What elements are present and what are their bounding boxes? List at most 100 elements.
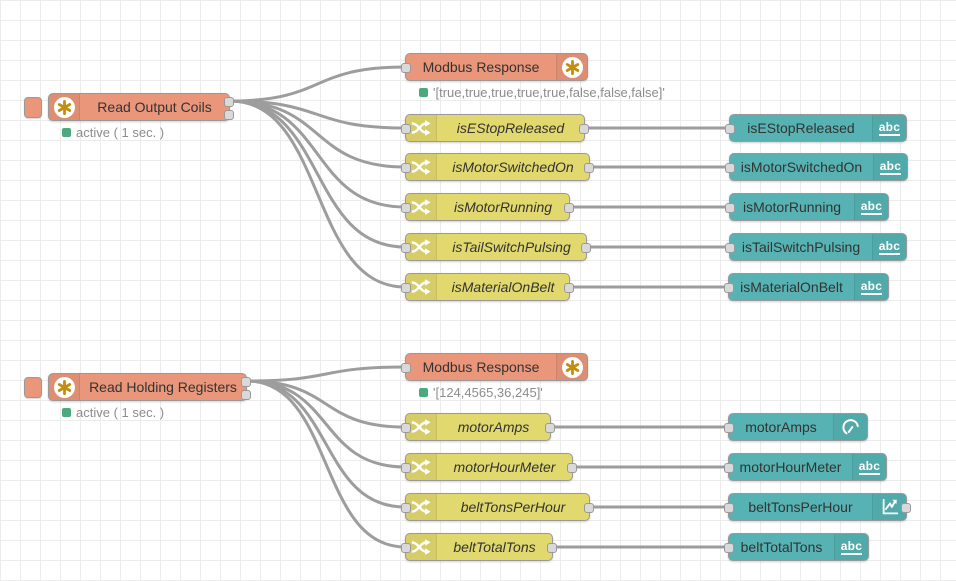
node-status: '[true,true,true,true,true,false,false,f… [419, 85, 665, 100]
node-label: isTailSwitchPulsing [741, 239, 861, 255]
input-port[interactable] [725, 124, 735, 134]
node-read-holding-registers[interactable]: Read Holding Registers [24, 373, 251, 401]
input-port[interactable] [401, 363, 411, 373]
input-port[interactable] [401, 243, 411, 253]
output-port-0[interactable] [581, 243, 591, 253]
status-text: '[124,4565,36,245]' [433, 385, 543, 400]
gauge-icon [833, 414, 867, 440]
input-port[interactable] [725, 163, 735, 173]
input-port[interactable] [725, 203, 735, 213]
output-port-0[interactable] [584, 503, 594, 513]
modbus-flower-icon [49, 374, 80, 400]
shuffle-icon [406, 194, 437, 220]
input-port[interactable] [401, 63, 411, 73]
status-text: active ( 1 sec. ) [76, 405, 165, 420]
wire[interactable] [228, 65, 407, 103]
abc-icon: abc [872, 234, 906, 260]
node-trigger-button[interactable] [24, 377, 42, 398]
shuffle-icon [406, 414, 437, 440]
node-label: Read Output Coils [97, 99, 212, 115]
node-ismotorrunning[interactable]: isMotorRunning abc [725, 193, 889, 221]
output-port-0[interactable] [545, 423, 555, 433]
output-port-0[interactable] [901, 503, 911, 513]
input-port[interactable] [724, 543, 734, 553]
node-label: isEStopReleased [456, 120, 565, 136]
input-port[interactable] [401, 543, 411, 553]
node-isestopreleased[interactable]: isEStopReleased [401, 114, 589, 142]
input-port[interactable] [724, 463, 734, 473]
output-port-0[interactable] [547, 543, 557, 553]
node-belttonsperhour[interactable]: beltTonsPerHour [401, 493, 594, 521]
input-port[interactable] [724, 283, 734, 293]
node-motoramps[interactable]: motorAmps [401, 413, 555, 441]
node-label: beltTonsPerHour [748, 499, 853, 515]
input-port[interactable] [401, 163, 411, 173]
node-motoramps[interactable]: motorAmps [724, 413, 868, 441]
status-dot-icon [419, 388, 428, 397]
node-belttonsperhour[interactable]: beltTonsPerHour [724, 493, 911, 521]
node-trigger-button[interactable] [24, 97, 42, 118]
node-istailswitchpulsing[interactable]: isTailSwitchPulsing [401, 233, 591, 261]
output-port-0[interactable] [579, 124, 589, 134]
node-istailswitchpulsing[interactable]: isTailSwitchPulsing abc [725, 233, 907, 261]
modbus-flower-icon [556, 54, 587, 80]
node-status: active ( 1 sec. ) [62, 125, 164, 140]
input-port[interactable] [725, 243, 735, 253]
input-port[interactable] [401, 124, 411, 134]
input-port[interactable] [401, 283, 411, 293]
node-label: isTailSwitchPulsing [452, 239, 571, 255]
abc-icon: abc [854, 274, 888, 300]
output-port-0[interactable] [241, 377, 251, 387]
output-port-0[interactable] [567, 463, 577, 473]
node-belttotaltons[interactable]: beltTotalTons [401, 533, 557, 561]
wire[interactable] [228, 99, 407, 169]
wire[interactable] [228, 99, 407, 209]
node-status: '[124,4565,36,245]' [419, 385, 543, 400]
node-motorhourmeter[interactable]: motorHourMeter [401, 453, 577, 481]
wire[interactable] [245, 379, 407, 549]
input-port[interactable] [724, 423, 734, 433]
output-port-0[interactable] [564, 203, 574, 213]
input-port[interactable] [401, 503, 411, 513]
shuffle-icon [406, 494, 437, 520]
wire[interactable] [245, 379, 407, 469]
wire[interactable] [228, 99, 407, 130]
output-port-0[interactable] [224, 97, 234, 107]
shuffle-icon [406, 154, 437, 180]
output-port-0[interactable] [584, 163, 594, 173]
node-ismotorrunning[interactable]: isMotorRunning [401, 193, 574, 221]
input-port[interactable] [401, 423, 411, 433]
node-ismotorswitchedon[interactable]: isMotorSwitchedOn [401, 153, 594, 181]
shuffle-icon [406, 274, 437, 300]
node-read-output-coils[interactable]: Read Output Coils [24, 93, 234, 121]
status-text: '[true,true,true,true,true,false,false,f… [433, 85, 665, 100]
wire[interactable] [245, 379, 407, 429]
node-label: isEStopReleased [747, 120, 855, 136]
modbus-flower-icon [556, 354, 587, 380]
input-port[interactable] [724, 503, 734, 513]
node-modbus-response[interactable]: Modbus Response [401, 53, 588, 81]
node-label: isMotorRunning [742, 199, 842, 215]
input-port[interactable] [401, 463, 411, 473]
status-dot-icon [419, 88, 428, 97]
node-label: isMaterialOnBelt [451, 279, 555, 295]
node-modbus-response[interactable]: Modbus Response [401, 353, 588, 381]
output-port-0[interactable] [564, 283, 574, 293]
abc-icon: abc [852, 454, 886, 480]
node-label: motorAmps [745, 419, 817, 435]
output-port-1[interactable] [241, 390, 251, 400]
abc-icon: abc [854, 194, 888, 220]
wire[interactable] [245, 365, 407, 383]
input-port[interactable] [401, 203, 411, 213]
wire[interactable] [228, 99, 407, 289]
abc-icon: abc [873, 154, 907, 180]
output-port-1[interactable] [224, 110, 234, 120]
node-ismaterialonbelt[interactable]: isMaterialOnBelt [401, 273, 574, 301]
